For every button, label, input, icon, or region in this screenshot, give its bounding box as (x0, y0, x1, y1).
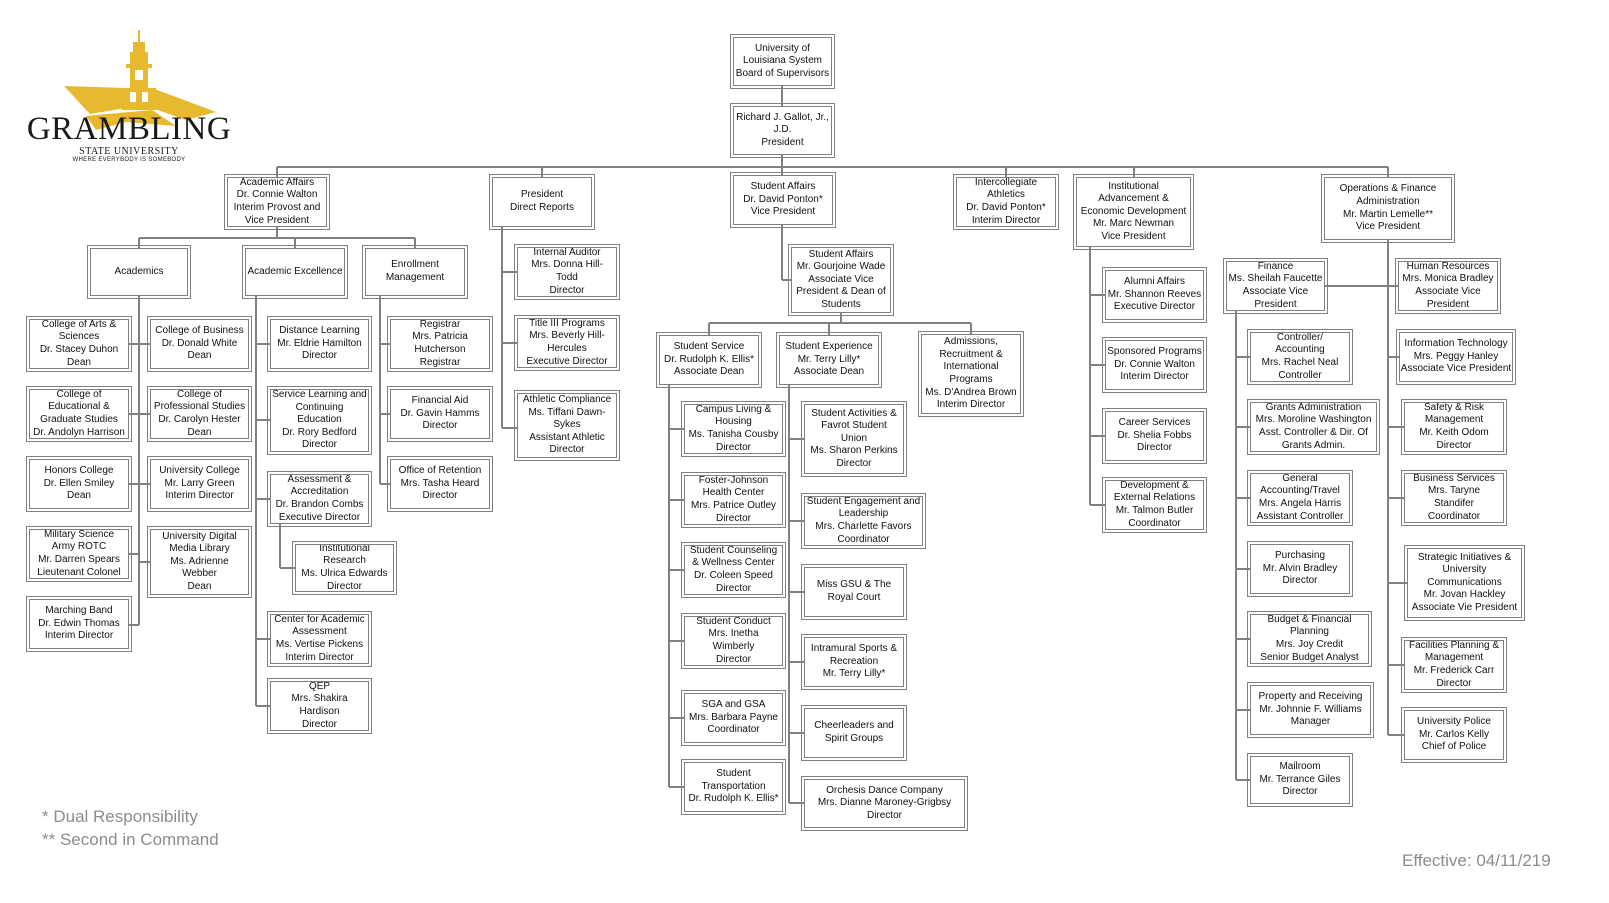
legend-second-in-command: ** Second in Command (42, 830, 219, 849)
legend-dual-responsibility: * Dual Responsibility (42, 807, 198, 826)
logo-subtitle: STATE UNIVERSITY (79, 146, 179, 157)
logo-tagline: WHERE EVERYBODY IS SOMEBODY (72, 157, 186, 163)
grambling-tower-logo (64, 30, 216, 130)
effective-date: Effective: 04/11/219 (1402, 851, 1551, 870)
org-node-academic-excellence: Academic Excellence (242, 245, 348, 299)
org-node-president: Richard J. Gallot, Jr.,J.D.President (730, 103, 835, 158)
logo-wordmark: GRAMBLING (26, 111, 232, 147)
org-node-academics: Academics (87, 245, 191, 299)
